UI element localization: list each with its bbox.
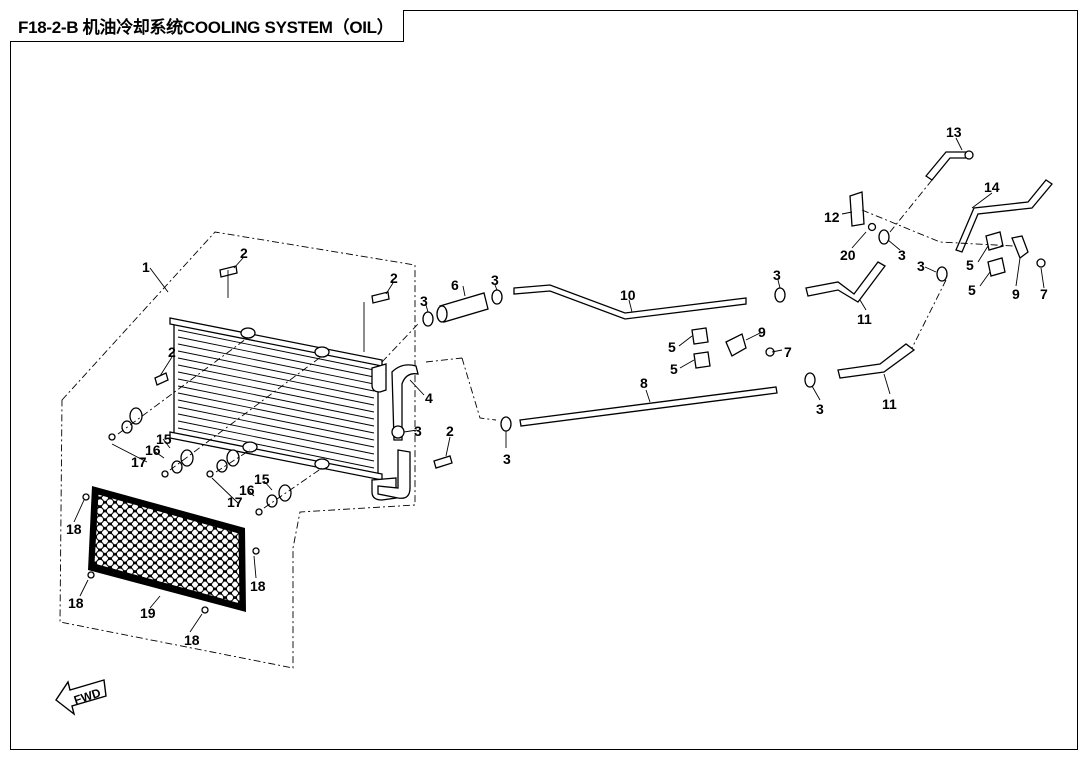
pipe-10: [513, 284, 747, 320]
callout-5-d: 5: [968, 282, 976, 298]
callout-2-d: 2: [446, 423, 454, 439]
callout-3-a: 3: [420, 293, 428, 309]
callout-4: 4: [425, 390, 433, 406]
callout-18-d: 18: [184, 632, 200, 648]
bolt-2-top: [219, 265, 238, 298]
callout-2-a: 2: [240, 245, 248, 261]
bolt-2-right: [363, 291, 390, 352]
pipe-8: [519, 386, 778, 427]
callout-3-c: 3: [414, 423, 422, 439]
callout-1: 1: [142, 259, 150, 275]
callout-18-b: 18: [250, 578, 266, 594]
callout-7-b: 7: [1040, 286, 1048, 302]
callout-5-c: 5: [966, 257, 974, 273]
callout-18-a: 18: [66, 521, 82, 537]
callout-5-a: 5: [668, 339, 676, 355]
callout-16-a: 16: [145, 442, 161, 458]
bolt-2-left: [154, 372, 169, 386]
callout-3-b: 3: [491, 272, 499, 288]
fittings-right: [985, 231, 1046, 277]
title-box: F18-2-B 机油冷却系统COOLING SYSTEM（OIL）: [10, 10, 405, 42]
callout-14: 14: [984, 179, 1000, 195]
callout-9-b: 9: [1012, 286, 1020, 302]
grommet-stack-left: [108, 407, 194, 478]
pipe-14: [955, 179, 1053, 253]
callout-13: 13: [946, 124, 962, 140]
callout-3-e: 3: [773, 267, 781, 283]
callout-9-a: 9: [758, 324, 766, 340]
callout-12: 12: [824, 209, 840, 225]
bracket-12: [849, 191, 865, 227]
callout-10: 10: [620, 287, 636, 303]
callout-7-a: 7: [784, 344, 792, 360]
hose-4: [391, 364, 419, 441]
callout-17-b: 17: [227, 494, 243, 510]
fwd-arrow: FWD: [55, 679, 107, 716]
callout-11-b: 11: [882, 396, 897, 412]
callout-15-b: 15: [254, 471, 270, 487]
callout-3-g: 3: [898, 247, 906, 263]
callout-16-b: 16: [239, 482, 255, 498]
callout-17-a: 17: [131, 454, 147, 470]
callout-19: 19: [140, 605, 156, 621]
callout-18-c: 18: [68, 595, 84, 611]
hose-11-upper: [805, 261, 886, 303]
page-title: F18-2-B 机油冷却系统COOLING SYSTEM（OIL）: [18, 18, 394, 37]
clamps: [391, 229, 948, 439]
fittings-center: [691, 327, 775, 369]
callout-8: 8: [640, 375, 648, 391]
callout-2-b: 2: [390, 270, 398, 286]
callout-20: 20: [840, 247, 856, 263]
drawing-frame: [10, 10, 1078, 750]
callout-6: 6: [451, 277, 459, 293]
bolt-2-lower: [433, 455, 453, 469]
callout-5-b: 5: [670, 361, 678, 377]
callout-3-d: 3: [503, 451, 511, 467]
callout-11-a: 11: [857, 311, 872, 327]
callout-15-a: 15: [156, 431, 172, 447]
pipe-13: [925, 151, 967, 181]
grille-19: [88, 486, 246, 612]
hose-11-lower: [837, 343, 916, 379]
callout-2-c: 2: [168, 344, 176, 360]
callout-3-h: 3: [917, 258, 925, 274]
sleeve-6: [439, 292, 489, 323]
assembly-outline: [59, 231, 416, 669]
callout-3-f: 3: [816, 401, 824, 417]
oil-cooler: [169, 317, 397, 501]
